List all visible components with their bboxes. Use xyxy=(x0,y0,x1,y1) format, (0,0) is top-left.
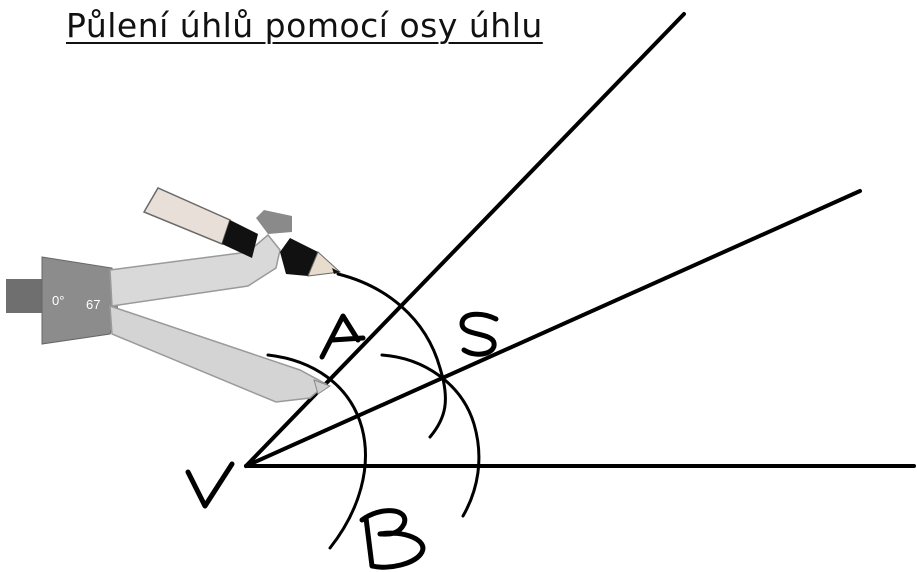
label-v-glyph xyxy=(185,461,235,509)
ray-bisector xyxy=(244,189,862,468)
construction-arcs xyxy=(266,272,481,550)
compass-needle xyxy=(313,379,332,395)
compass-icon: 0° 67 xyxy=(6,187,342,403)
arc-from-b xyxy=(380,353,481,518)
arc-large-through-a xyxy=(336,272,447,439)
label-s: S xyxy=(466,319,486,352)
compass-pencil xyxy=(142,187,342,277)
label-b: B xyxy=(372,534,392,567)
compass-lower-arm xyxy=(109,304,328,403)
label-a-glyph xyxy=(319,313,366,360)
angle-rays xyxy=(244,12,916,468)
compass-angle-readout: 0° xyxy=(52,293,64,308)
compass-handle xyxy=(6,279,46,313)
label-a: A xyxy=(330,324,350,357)
label-b-glyph xyxy=(359,508,426,570)
ray-upper xyxy=(244,12,686,468)
arc-small-through-b xyxy=(266,353,367,550)
compass-clip xyxy=(256,210,292,234)
label-v: V xyxy=(200,474,220,507)
page-title: Půlení úhlů pomocí osy úhlu xyxy=(66,6,543,45)
point-labels xyxy=(185,311,499,570)
label-s-glyph xyxy=(459,311,499,357)
compass-number-readout: 67 xyxy=(86,297,100,312)
